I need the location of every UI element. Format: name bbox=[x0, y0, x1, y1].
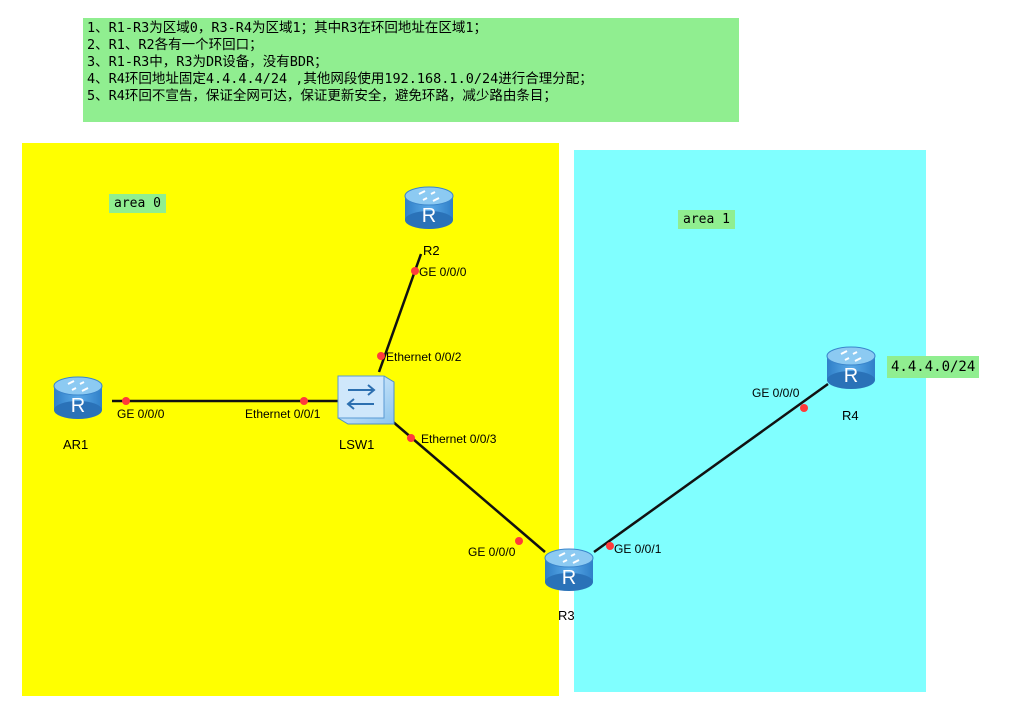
requirement-5: 5、R4环回不宣告，保证全网可达，保证更新安全，避免环路，减少路由条目； bbox=[87, 88, 557, 104]
requirement-1: 1、R1-R3为区域0，R3-R4为区域1；其中R3在环回地址在区域1； bbox=[87, 20, 488, 36]
device-name-r3: R3 bbox=[558, 608, 575, 623]
r4-loopback-label: 4.4.4.0/24 bbox=[887, 356, 980, 378]
link-r3-r4 bbox=[593, 382, 829, 554]
router-ar1-icon[interactable] bbox=[53, 376, 103, 420]
device-name-r4: R4 bbox=[842, 408, 859, 423]
port-label-lsw1-e001: Ethernet 0/0/1 bbox=[245, 407, 321, 421]
router-r4-icon[interactable] bbox=[826, 346, 876, 390]
area-1-label: area 1 bbox=[678, 210, 735, 229]
device-name-r2: R2 bbox=[423, 243, 440, 258]
port-dot-lsw1-e001 bbox=[300, 397, 308, 405]
requirement-2: 2、R1、R2各有一个环回口； bbox=[87, 37, 263, 53]
port-label-lsw1-e003: Ethernet 0/0/3 bbox=[421, 432, 497, 446]
router-r3-icon[interactable] bbox=[544, 548, 594, 592]
device-name-lsw1: LSW1 bbox=[339, 437, 374, 452]
port-dot-r3-ge001 bbox=[606, 542, 614, 550]
port-dot-r3-ge000 bbox=[515, 537, 523, 545]
link-lsw1-r3 bbox=[391, 420, 546, 553]
requirements-note: 1、R1-R3为区域0，R3-R4为区域1；其中R3在环回地址在区域1； 2、R… bbox=[83, 18, 739, 122]
area-0-zone bbox=[22, 143, 559, 696]
port-label-r2-ge000: GE 0/0/0 bbox=[419, 265, 467, 279]
requirement-3: 3、R1-R3中，R3为DR设备，没有BDR； bbox=[87, 54, 328, 70]
port-dot-lsw1-e002 bbox=[377, 352, 385, 360]
router-r2-icon[interactable] bbox=[404, 186, 454, 230]
port-dot-lsw1-e003 bbox=[407, 434, 415, 442]
requirement-4: 4、R4环回地址固定4.4.4.4/24 ,其他网段使用192.168.1.0/… bbox=[87, 71, 593, 87]
port-label-r3-ge001: GE 0/0/1 bbox=[614, 542, 662, 556]
port-label-r4-ge000: GE 0/0/0 bbox=[752, 386, 800, 400]
port-dot-r2-ge000 bbox=[411, 267, 419, 275]
device-name-ar1: AR1 bbox=[63, 437, 88, 452]
port-dot-r4-ge000 bbox=[800, 404, 808, 412]
area-0-label: area 0 bbox=[109, 194, 166, 213]
port-dot-ar1-ge000 bbox=[122, 397, 130, 405]
area-1-zone bbox=[574, 150, 926, 692]
port-label-ar1-ge000: GE 0/0/0 bbox=[117, 407, 165, 421]
port-label-r3-ge000: GE 0/0/0 bbox=[468, 545, 516, 559]
port-label-lsw1-e002: Ethernet 0/0/2 bbox=[386, 350, 462, 364]
switch-lsw1-icon[interactable] bbox=[337, 375, 395, 425]
